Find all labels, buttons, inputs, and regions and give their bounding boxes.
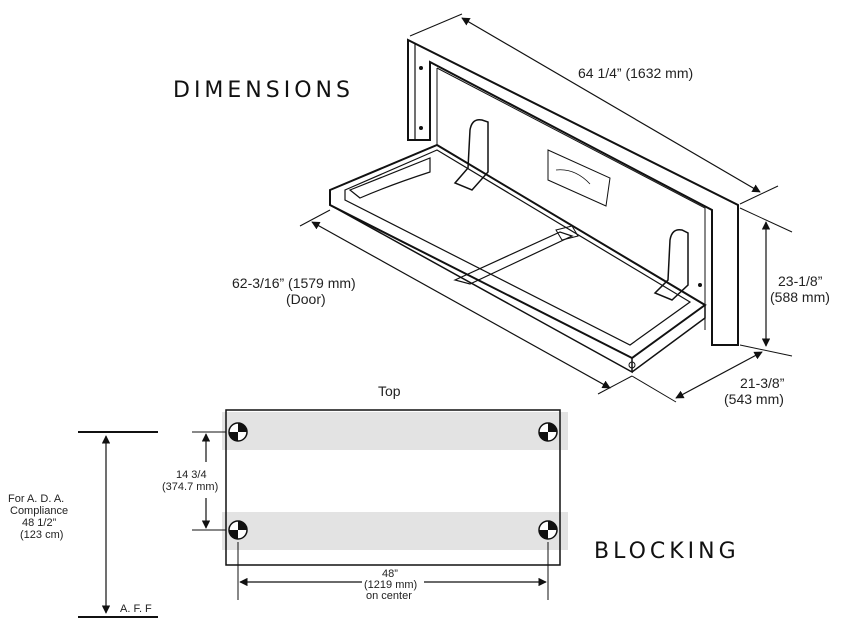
- dimensions-heading: DIMENSIONS: [173, 78, 354, 103]
- mounting-hole-top-left: [228, 422, 248, 442]
- blocking-panel: [222, 409, 568, 566]
- vertical-spacing-in: 14 3/4: [176, 469, 207, 481]
- horizontal-spacing-in: 48”: [382, 568, 398, 580]
- blocking-heading: BLOCKING: [594, 539, 740, 564]
- top-label: Top: [378, 383, 401, 399]
- height-dimension: [739, 207, 793, 357]
- ada-line-3: 48 1/2”: [22, 517, 57, 529]
- aff-label: A. F. F: [120, 603, 152, 615]
- door-dimension: [299, 209, 633, 395]
- depth-label-mm: (543 mm): [724, 391, 784, 407]
- door-label: 62-3/16” (1579 mm): [232, 275, 356, 291]
- horizontal-spacing-dimension: [237, 542, 549, 600]
- horizontal-spacing-mm: (1219 mm): [364, 579, 417, 591]
- mounting-hole-bottom-left: [228, 520, 248, 540]
- door-sublabel: (Door): [286, 291, 326, 307]
- changing-station-illustration: [329, 38, 739, 374]
- height-label-in: 23-1/8”: [778, 273, 823, 289]
- horizontal-spacing-note: on center: [366, 590, 412, 602]
- mounting-hole-bottom-right: [538, 520, 558, 540]
- width-label: 64 1/4” (1632 mm): [578, 65, 693, 81]
- ada-line-1: For A. D. A.: [8, 493, 64, 505]
- ada-line-4: (123 cm): [20, 529, 63, 541]
- mounting-hole-top-right: [538, 422, 558, 442]
- ada-line-2: Compliance: [10, 505, 68, 517]
- ada-height-dimension: [78, 431, 158, 618]
- vertical-spacing-mm: (374.7 mm): [162, 481, 218, 493]
- width-dimension: [409, 13, 779, 205]
- depth-label-in: 21-3/8”: [740, 375, 785, 391]
- vertical-spacing-dimension: [192, 431, 226, 531]
- depth-dimension: [631, 351, 763, 403]
- height-label-mm: (588 mm): [770, 289, 830, 305]
